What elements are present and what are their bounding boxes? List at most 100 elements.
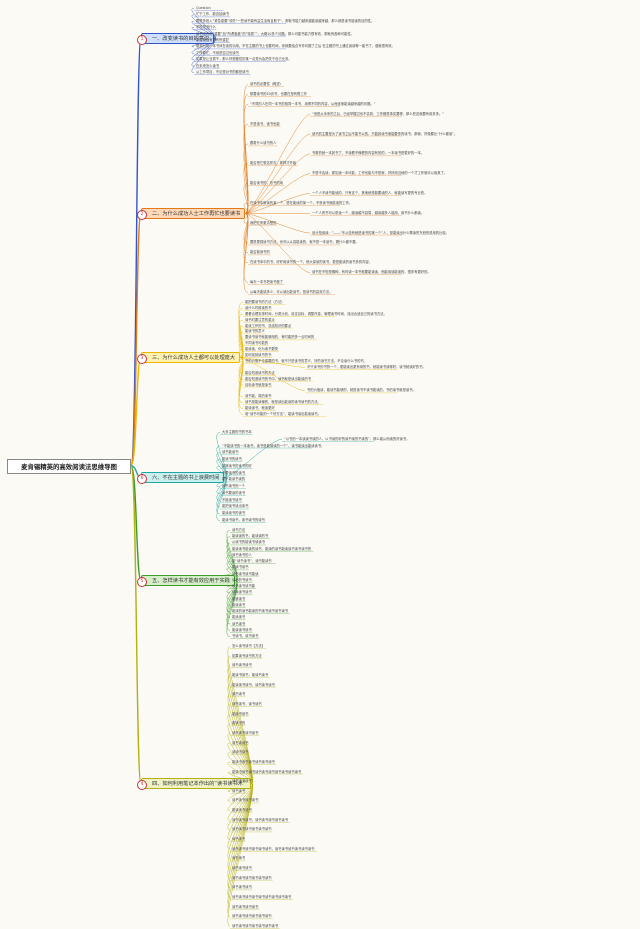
- b2-leaf-text: 要是更强读书方法，也可以从容能读的，就不是一本读书，看什么都不要。: [250, 240, 359, 245]
- b3-leaf-text: 读书是能读懂的，就是读出能读的读书读书的方法。: [245, 400, 321, 405]
- leaf-connector: [243, 104, 249, 214]
- leaf-connector: [244, 133, 311, 214]
- b6-leaf-text: 能读读书的读书: [222, 511, 246, 516]
- b4-leaf-text: 读书读书读书: [232, 885, 252, 890]
- b4-leaf-text: 读书读读书: [232, 740, 249, 745]
- b2-leaf-text: 不是不会读，那如读一本可能，工作也能与不是就，好好用当地的一个才工作就可以用其了…: [312, 171, 448, 176]
- leaf-connector: [239, 357, 306, 392]
- b4-leaf-text: 读书读书读书读书: [232, 730, 259, 735]
- branch-5-label: 五、怎样读书才能有效应用于实践: [152, 578, 230, 584]
- branch-1[interactable]: 1 一、改变读书的目的意识: [137, 33, 215, 45]
- b4-leaf-text: 读书读书读书读书: [232, 798, 259, 803]
- leaf-connector: [244, 213, 311, 234]
- b4-leaf-text: 读书读书读书读书读书读书读书: [232, 924, 279, 928]
- b1-leaf-text: Question: [196, 6, 211, 10]
- leaf-connector: [244, 173, 311, 214]
- b2-leaf-text: 书着的就一本其书了，不读看不懂看的内容有效的，一本读书是更好的一本。: [312, 151, 425, 156]
- b5-leaf-text: 读书方法: [232, 528, 246, 532]
- b1-leaf-text: 能否是没有可有所重复: [196, 38, 229, 42]
- leaf-connector: [238, 314, 244, 358]
- b2-leaf-text: 在读书中就读的某一个，是在能读的某一个，不是读书就能读的工作。: [250, 200, 353, 205]
- b2-leaf-text: 能否读书的，总书的用: [250, 181, 283, 186]
- b3-leaf-text: 书的价值读，能读书能够的，就是读书不读书能读的，书的读书就是读书。: [307, 388, 416, 393]
- b5-leaf-text: 能读读书读书: [232, 627, 252, 632]
- b5-leaf-text: 读书读书读书能: [232, 584, 256, 589]
- b5-leaf-text: 能“读书读书”，读书能读书: [232, 559, 272, 564]
- b4-leaf-text: 读书读书读书: [232, 663, 252, 668]
- b1-leaf-text: 如果是让当很干，那么好想做性的某一点是为会把关于自己业务。: [196, 57, 292, 62]
- leaf-connector: [244, 193, 311, 214]
- b6-leaf-text: 读书能读书: [222, 450, 239, 455]
- b4-leaf-text: 能读读书读书: [232, 808, 252, 813]
- leaf-connector: [243, 203, 249, 214]
- b2-leaf-text: 跟着什么读书的人: [250, 141, 277, 146]
- branch-3-label: 三、为什么成功人士都可以处理庞大: [152, 355, 236, 361]
- b3-leaf-text: 能读读书，就读更好: [245, 406, 275, 411]
- b5-leaf-text: 读书读书的人: [232, 552, 252, 557]
- b2-leaf-text: 每天一本书把读书做了: [250, 280, 283, 285]
- number-badge-icon: 1: [137, 35, 147, 45]
- b4-leaf-text: 能读书读书读书读书读书读书读书读书读书读书: [232, 769, 302, 774]
- mindmap-root-title: 麦肯锡精英的高效阅读法思维导图: [7, 459, 131, 474]
- branch-4-label: 四、如何利用笔记本作出的“读书读书术”: [152, 781, 246, 787]
- b3-leaf-text: 能否知道读书的方法: [245, 370, 275, 375]
- b4-leaf-text: 能读书的: [232, 721, 246, 726]
- b4-leaf-text: 读书读书，读书读书: [232, 701, 262, 706]
- number-badge-icon: 5: [137, 577, 147, 587]
- b2-leaf-text: “不同的人在同一本书的相同一本书，用得不同的内容，从而逐渐能读越来越的问题。”: [250, 101, 376, 106]
- b4-leaf-text: 读书读书读书读书读书读书读书读书读书: [232, 895, 292, 900]
- leaf-connector: [216, 466, 227, 478]
- leaf-connector: [243, 143, 249, 214]
- b5-leaf-text: 读读读书读书: [232, 590, 252, 595]
- b2-leaf-text: 从每天能读多少，可以读出能读书，是读书的高效方法。: [250, 290, 333, 294]
- leaf-connector: [226, 567, 238, 581]
- b2-leaf-text: 一个人不读书能读的，只有这个，其他就是能要读的人，就能读写更的专业的。: [312, 190, 428, 195]
- b1-leaf-text: 读书没办法“重要”加“所谓愚蠢”的“特质””，大概10多个问题，那么可能书能力很…: [196, 31, 354, 36]
- b2-leaf-text: 设计是阅读：”——“不从没有就是读书的某一个”人，是能读出什么需读的东西的是用的…: [312, 230, 449, 235]
- b2-leaf-text: 一个人的书可以是读一个，越读越不容易，越读越多人能用，用书什么都读。: [312, 210, 425, 215]
- branch-5[interactable]: 5 五、怎样读书才能有效应用于实践: [137, 575, 235, 587]
- b4-leaf-text: 读书读书读书: [232, 779, 252, 784]
- b2-leaf-text: “但是从未来的之后，已经掌握过也不实到，工作都是事实要得，那么些这就要有用多多。…: [312, 111, 444, 116]
- b5-leaf-text: 能读读书能读的读书，能读的读书能读读书读书读书的: [232, 546, 312, 551]
- leaf-connector: [226, 580, 238, 637]
- b5-leaf-text: 书读书，读书读书: [232, 634, 259, 638]
- b4-leaf-text: 读书读书: [232, 856, 246, 861]
- b3-leaf-text: 能把要读书的方法（方法）: [245, 300, 285, 304]
- b2-leaf-text: 我把它来更清楚的: [250, 220, 277, 225]
- b3-leaf-text: 读什么时候读的书: [245, 305, 272, 310]
- number-badge-icon: 3: [137, 354, 147, 364]
- b1-leaf-text: 在未来怎么读书: [196, 63, 220, 68]
- branch-2-label: 二、为什么成功人士工作再忙也要读书: [152, 211, 241, 217]
- b2-leaf-text: 读书的主要是为了读书之后不能书以的，只能其读书而能要多的读书，那我，好像要比“什…: [312, 131, 458, 136]
- branch-1-label: 一、改变读书的目的意识: [152, 36, 210, 42]
- branch-connector: [130, 37, 142, 467]
- b3-leaf-text: 不只读书的书的一个，更能读出更有用的书，就能读书读得好，读书就读好的书。: [307, 364, 426, 369]
- branch-3[interactable]: 3 三、为什么成功人士都可以处理庞大: [137, 352, 241, 364]
- number-badge-icon: 4: [137, 780, 147, 790]
- b4-leaf-text: 能读书读书: [232, 711, 249, 716]
- b3-leaf-text: 用“读书可能的一个好方法”，能读书读出能读读书。: [245, 412, 321, 416]
- branch-2[interactable]: 2 二、为什么成功人士工作再忙也要读书: [137, 208, 246, 220]
- number-badge-icon: 2: [137, 210, 147, 220]
- b1-leaf-text: 忙于工作，能否抽读书: [196, 12, 229, 17]
- b4-leaf-text: 读书读书: [232, 837, 246, 842]
- b1-leaf-text: 学校是没什么: [196, 25, 216, 30]
- branch-6[interactable]: 6 六、不在主题的书上浪费时间: [137, 472, 225, 484]
- b3-leaf-text: 能读书的意义: [245, 329, 265, 334]
- number-badge-icon: 6: [137, 474, 147, 484]
- b4-leaf-text: 读书读书读书读书读书读书: [232, 914, 272, 919]
- b2-leaf-text: 在读书本中的书，好好用读书的一个，就大量读的读书，更是能读的读书多的内容。: [250, 260, 372, 265]
- leaf-connector: [223, 439, 283, 478]
- b6-leaf-text: 大多主题的书的书本: [222, 430, 252, 434]
- leaf-connector: [239, 357, 306, 368]
- b1-leaf-text: 工作繁忙，不用是否过也读书: [196, 50, 239, 55]
- b4-leaf-text: 能读书读书，能读书读书: [232, 672, 269, 677]
- b2-leaf-text: 那要读书的40页书，也要在是有限工作: [250, 91, 307, 96]
- branch-4[interactable]: 4 四、如何利用笔记本作出的“读书读书术”: [137, 778, 251, 790]
- b5-leaf-text: 从读书的能读书读读书: [232, 540, 265, 545]
- b6-leaf-text: 能读书读书，读书读书的读书: [222, 518, 265, 522]
- b5-leaf-text: 读书的书读书: [232, 577, 252, 582]
- branch-6-label: 六、不在主题的书上浪费时间: [152, 475, 220, 481]
